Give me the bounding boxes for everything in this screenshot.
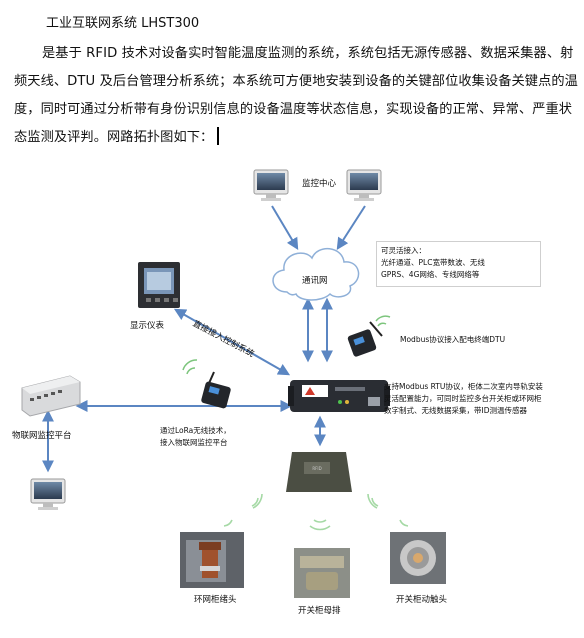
rfid-reader-icon: RFID xyxy=(286,452,352,492)
access-options-box: 可灵活接入： 光纤通道、PLC宽带数波、无线 GPRS、4G网络、专线网络等 xyxy=(376,241,541,287)
svg-text:RFID: RFID xyxy=(312,466,321,471)
gateway-device-icon xyxy=(288,380,390,412)
connection-lines xyxy=(42,205,366,473)
industrial-pc-icon xyxy=(21,375,81,417)
monitor-icon xyxy=(346,169,382,201)
display-meter-icon xyxy=(138,262,180,308)
lora-module-icon xyxy=(201,371,231,409)
modbus-dtu-label: Modbus协议接入配电终端DTU xyxy=(400,335,506,344)
support-line1: 支持Modbus RTU协议，柜体二次室内导轨安装 xyxy=(384,382,543,391)
support-line3: 数字制式、无线数据采集，带ID测温传感器 xyxy=(384,406,527,415)
link-monitor-left-cloud xyxy=(271,205,299,251)
dtu-modem-icon xyxy=(347,321,383,357)
cloud-icon xyxy=(272,248,360,301)
access-options-line3: GPRS、4G网络、专线网络等 xyxy=(381,270,480,279)
support-line2: 灵活配置能力，可同时监控多台开关柜或环网柜 xyxy=(384,394,542,403)
network-label: 通讯网 xyxy=(302,276,328,286)
sensor-label-moving-contact: 开关柜动触头 xyxy=(396,595,448,605)
text-cursor xyxy=(217,127,220,145)
link-monitor-right-cloud xyxy=(336,205,366,251)
wifi-signal-icon xyxy=(375,315,391,327)
document-title: 工业互联网系统 LHST300 xyxy=(46,16,200,31)
access-options-line2: 光纤通道、PLC宽带数波、无线 xyxy=(381,258,485,267)
display-meter-label: 显示仪表 xyxy=(130,321,165,331)
sensor-label-busbar: 开关柜母排 xyxy=(298,606,341,616)
ring-main-unit-photo xyxy=(180,532,244,588)
iot-platform-label: 物联网监控平台 xyxy=(12,431,72,441)
wireless-waves xyxy=(223,493,409,531)
intro-paragraph: 是基于 RFID 技术对设备实时智能温度监测的系统，系统包括无源传感器、数据采集… xyxy=(14,40,580,152)
sensor-label-ring-main: 环网柜绪头 xyxy=(194,595,237,605)
wifi-signal-icon xyxy=(182,359,198,375)
paragraph-text: 是基于 RFID 技术对设备实时智能温度监测的系统，系统包括无源传感器、数据采集… xyxy=(14,46,578,145)
moving-contact-photo xyxy=(390,532,446,584)
monitor-icon xyxy=(30,478,66,510)
lora-line1: 通过LoRa无线技术， xyxy=(160,426,231,435)
link-meter-gateway xyxy=(173,308,291,376)
lora-line2: 接入物联网监控平台 xyxy=(160,438,228,447)
monitor-icon xyxy=(253,169,289,201)
access-options-line1: 可灵活接入： xyxy=(381,246,426,255)
monitor-center-label: 监控中心 xyxy=(302,179,337,189)
busbar-photo xyxy=(294,548,350,598)
